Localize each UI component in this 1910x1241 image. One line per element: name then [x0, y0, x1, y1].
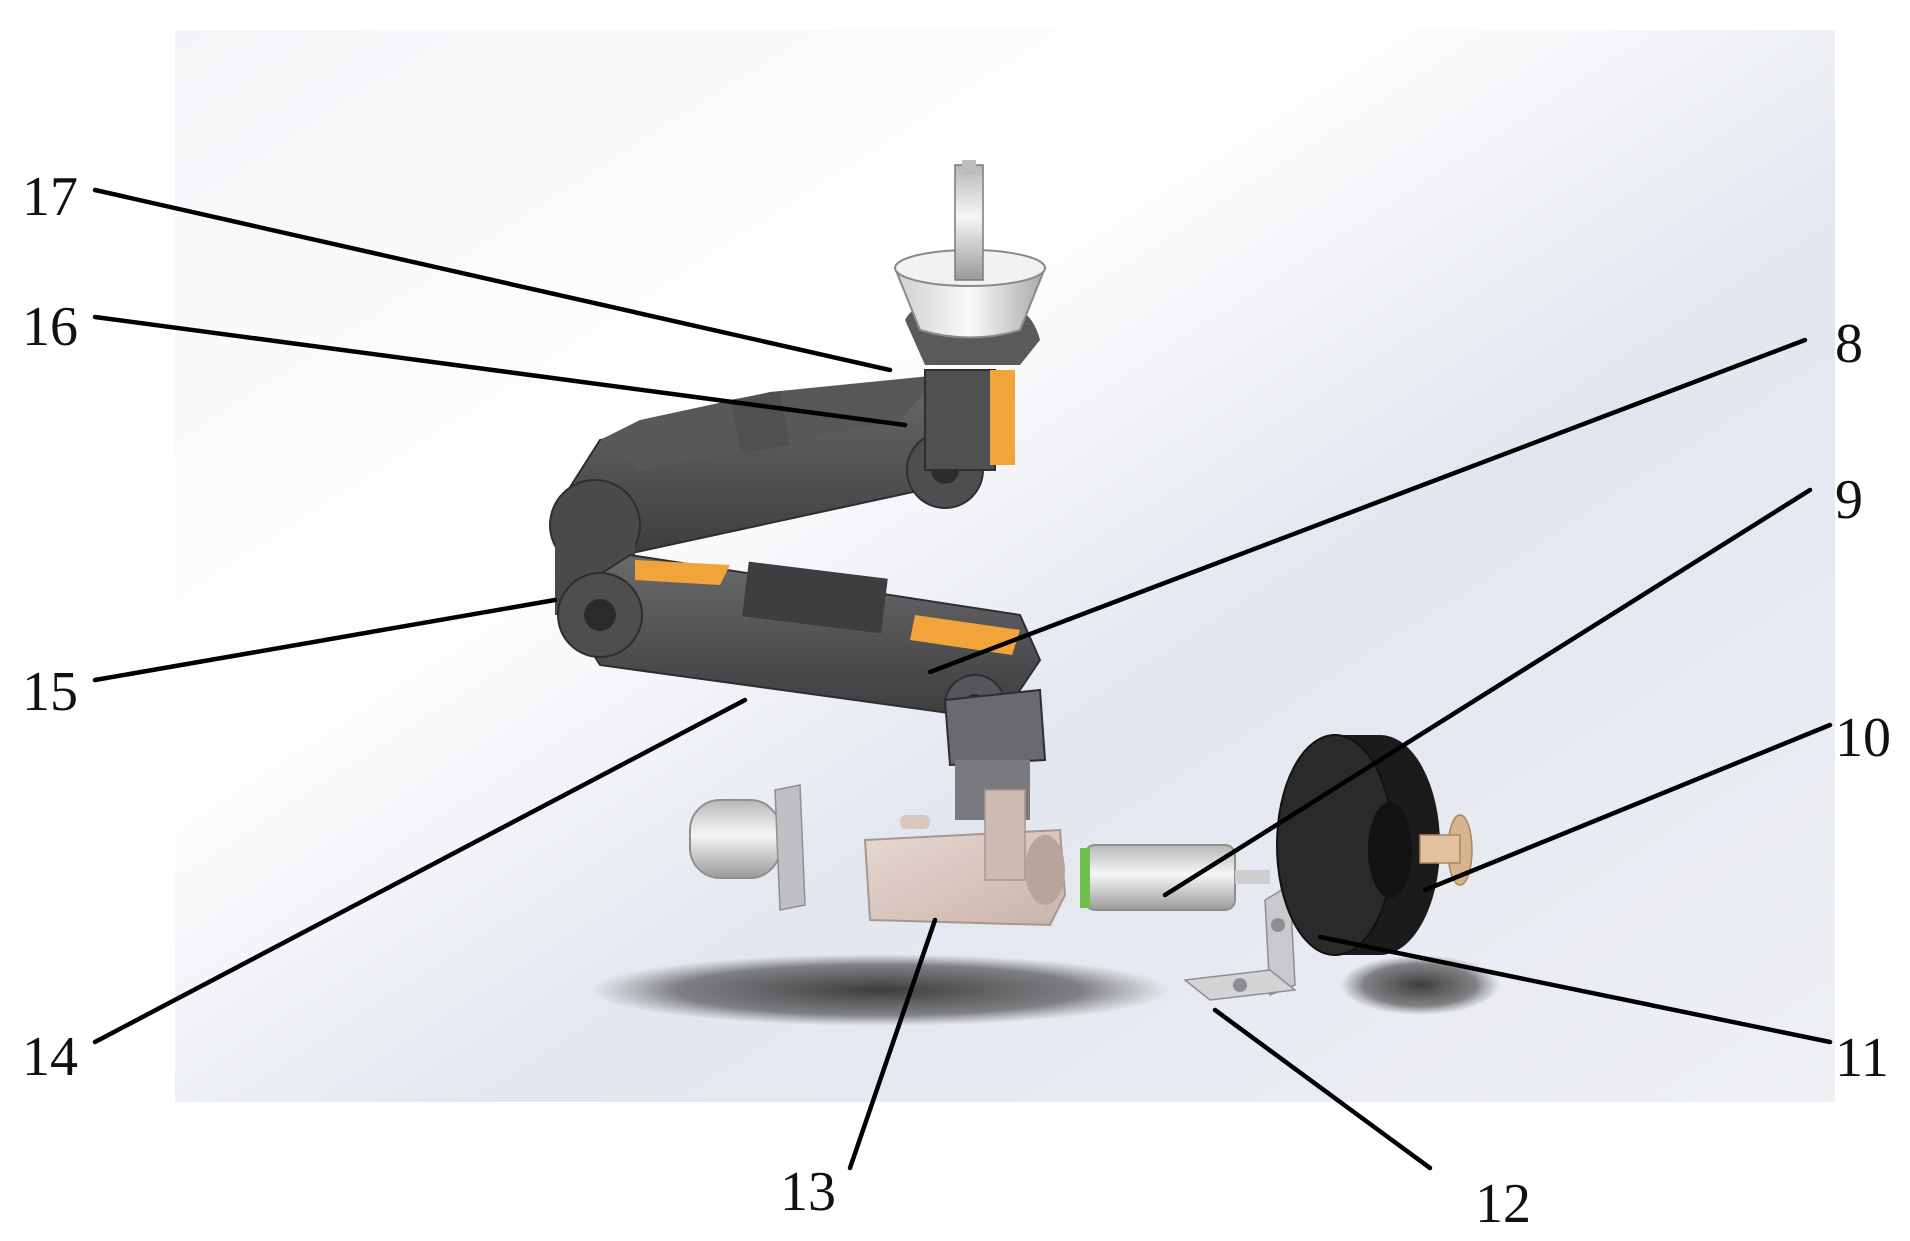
orange-strip-left	[635, 560, 730, 585]
hub-shaft	[1419, 834, 1461, 864]
callout-10: 10	[1835, 707, 1891, 769]
callout-17: 17	[22, 166, 78, 228]
leader-line-16	[92, 314, 908, 428]
callout-13: 13	[780, 1161, 836, 1223]
drive-motor-body	[1084, 844, 1236, 911]
drive-motor-shaft	[1235, 870, 1270, 884]
base-bore	[1025, 835, 1065, 905]
callout-labels: 17 16 8 9 10 11 12 13 14 15	[22, 166, 1891, 1235]
tire-bore	[1368, 802, 1412, 898]
base-pillar	[984, 789, 1026, 881]
left-motor-body	[689, 799, 781, 879]
leader-line-10	[1422, 722, 1833, 893]
shaft-tip	[962, 160, 976, 175]
ground-shadow-main	[590, 954, 1170, 1026]
lower-arm-motor-housing	[742, 561, 888, 634]
callout-16: 16	[22, 296, 78, 358]
end-effector-shaft	[954, 164, 984, 281]
leader-lines	[92, 187, 1833, 1171]
callout-15: 15	[22, 661, 78, 723]
orange-strip-right	[910, 615, 1020, 655]
lower-arm-link	[558, 553, 1042, 722]
end-effector-cone	[893, 267, 1047, 339]
left-motor-flange	[774, 784, 806, 911]
motor-bracket	[1183, 883, 1297, 1001]
shoulder-bracket	[943, 688, 1047, 767]
drive-motor-ring	[1080, 848, 1090, 908]
leader-line-15	[92, 597, 558, 683]
callout-8: 8	[1835, 313, 1863, 375]
base-peg	[900, 815, 930, 829]
upper-arm-block	[731, 391, 790, 454]
wheel-assembly	[1276, 734, 1473, 956]
callout-11: 11	[1835, 1027, 1889, 1089]
robot-arm	[549, 160, 1047, 820]
wrist-block	[924, 369, 996, 471]
bracket-hole-base	[1233, 978, 1247, 992]
wrist-orange-strip	[990, 370, 1015, 465]
leader-line-11	[1317, 934, 1833, 1045]
ground-shadow-wheel	[1340, 955, 1500, 1015]
callout-9: 9	[1835, 469, 1863, 531]
render-background	[175, 30, 1835, 1102]
leader-line-13	[847, 917, 938, 1171]
leader-line-17	[92, 187, 893, 373]
leader-line-14	[92, 697, 748, 1045]
leader-line-8	[927, 337, 1808, 675]
leader-line-9	[1162, 487, 1813, 898]
bracket-hole-upper	[1271, 918, 1285, 932]
elbow-lower-hub	[584, 599, 616, 631]
callout-14: 14	[22, 1026, 78, 1088]
leader-line-12	[1212, 1007, 1433, 1171]
base-module	[689, 784, 1270, 927]
callout-12: 12	[1475, 1173, 1531, 1235]
